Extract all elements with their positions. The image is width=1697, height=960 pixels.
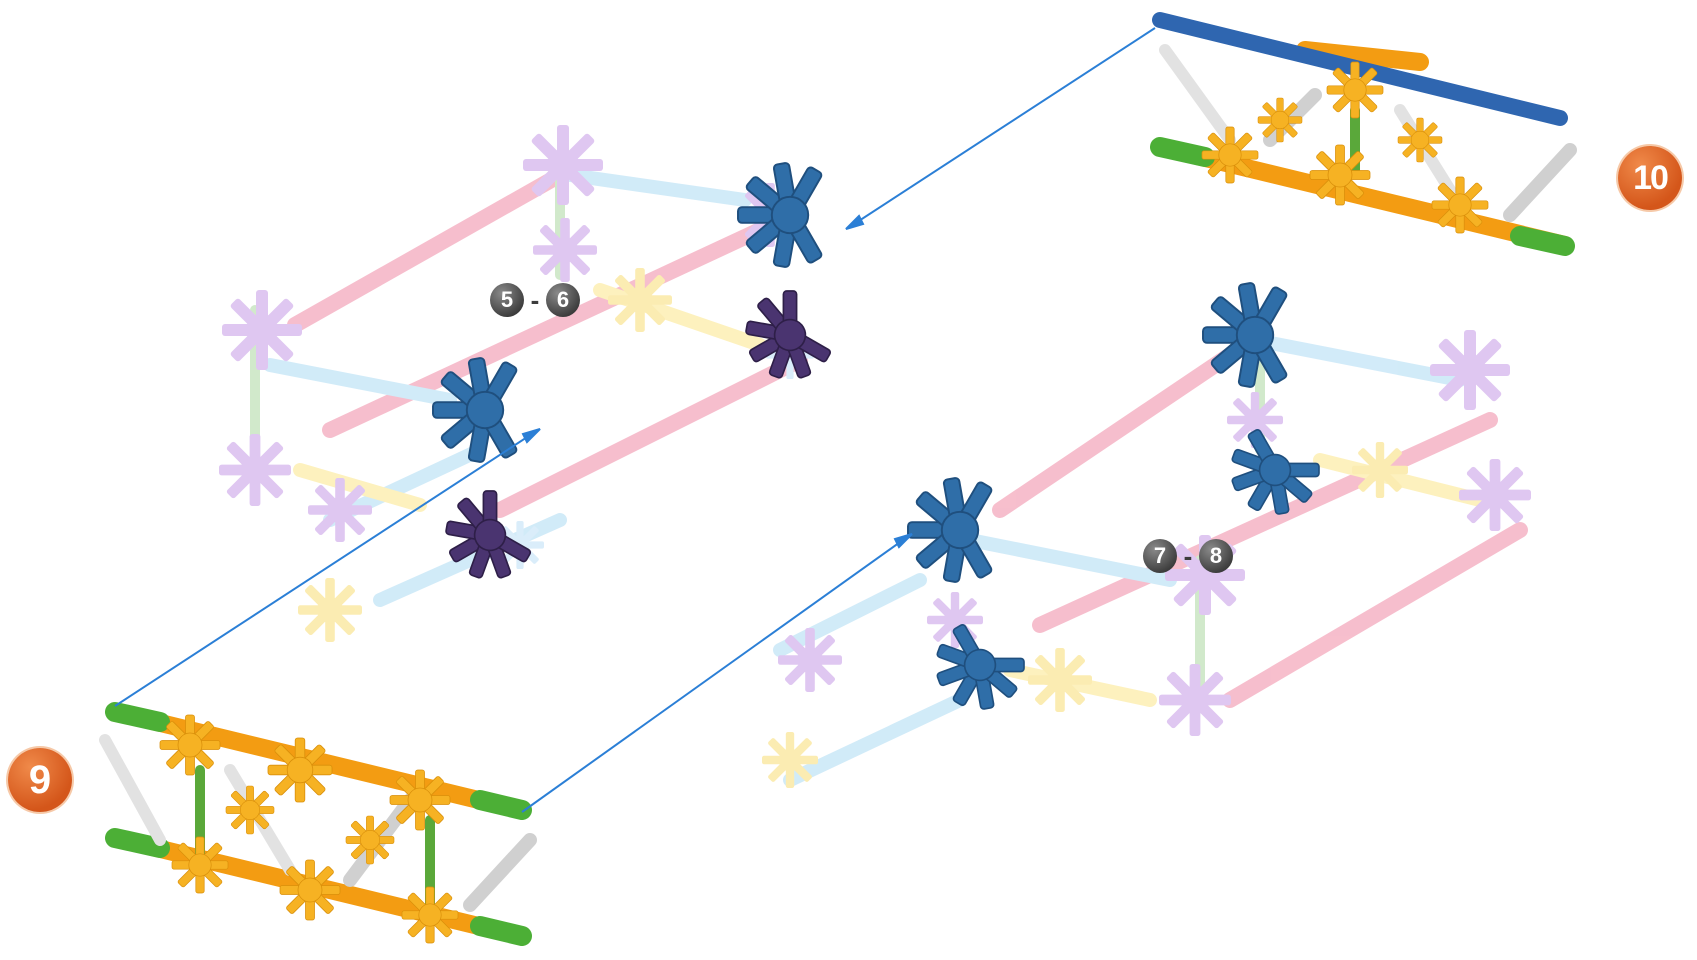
step-10-assembly	[1150, 12, 1577, 256]
step-10-number: 10	[1633, 158, 1669, 197]
reference-step-8: 8	[1199, 539, 1233, 573]
step-10-badge: 10	[1618, 146, 1682, 210]
reference-dash: -	[1183, 540, 1193, 571]
arrow-step-9-top-to-frame	[114, 429, 539, 707]
arrowhead	[893, 533, 913, 549]
right-ghost-frame	[762, 330, 1531, 788]
left-ghost-frame	[219, 125, 814, 642]
arrow-step-10-to-frame	[847, 27, 1156, 229]
reference-step-7: 7	[1143, 539, 1177, 573]
step-9-number: 9	[28, 757, 52, 802]
arrow-step-9-bottom-to-frame	[521, 534, 911, 813]
reference-steps-7-8: 7 - 8	[1143, 539, 1233, 573]
assembly-arrows	[114, 27, 1156, 813]
reference-dash: -	[530, 284, 540, 315]
arrowhead	[845, 214, 865, 230]
step-9-assembly	[99, 702, 537, 946]
arrowhead	[521, 428, 541, 444]
reference-steps-5-6: 5 - 6	[490, 283, 580, 317]
step-9-badge: 9	[8, 748, 72, 812]
reference-step-6: 6	[546, 283, 580, 317]
reference-step-5: 5	[490, 283, 524, 317]
